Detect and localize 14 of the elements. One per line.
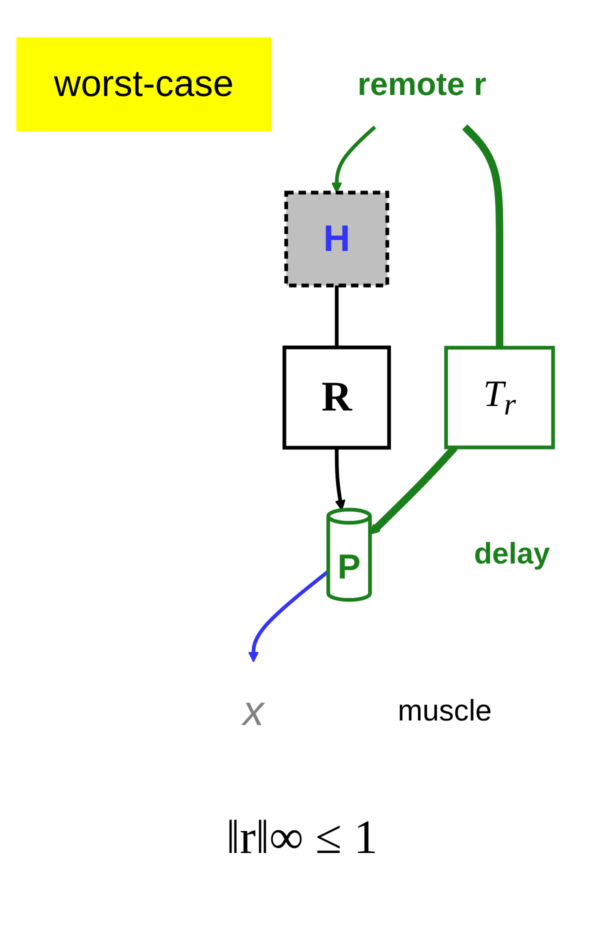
arrow [331,126,376,194]
arrow [248,570,330,662]
node-label: muscle [398,694,492,728]
node-box: R [282,346,391,450]
node-box: H [284,190,390,288]
connector [334,286,339,348]
node-label: delay [474,537,550,571]
node-box: T$_{r}$ [444,346,555,450]
node-text: x [242,688,264,735]
connector [462,124,504,348]
node-box: worst-case [16,37,272,132]
norm-constraint: ‖r‖∞ ≤ 1 [226,810,378,865]
arrow [334,448,346,511]
node-text: remote r [357,65,486,102]
